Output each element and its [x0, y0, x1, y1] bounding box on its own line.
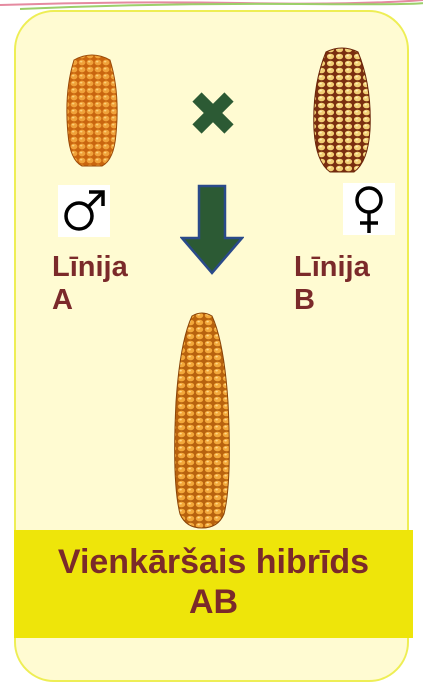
arrow-down-icon: [180, 184, 244, 276]
female-symbol-icon: [343, 183, 395, 235]
male-symbol-icon: [58, 185, 110, 237]
hybrid-title-line1: Vienkāršais hibrīds: [14, 542, 413, 582]
corn-cob-line-a: [62, 52, 122, 170]
corn-cob-hybrid-ab: [168, 312, 236, 530]
hybrid-title-banner: Vienkāršais hibrīds AB: [14, 530, 413, 638]
line-a-label: Līnija A: [52, 251, 128, 317]
line-b-label-line1: Līnija: [294, 251, 370, 284]
line-a-label-line1: Līnija: [52, 251, 128, 284]
cross-icon: [190, 90, 236, 136]
line-b-label-line2: B: [294, 284, 370, 317]
corn-cob-line-b: [308, 46, 376, 176]
line-a-label-line2: A: [52, 284, 128, 317]
line-b-label: Līnija B: [294, 251, 370, 317]
hybrid-title-line2: AB: [14, 582, 413, 622]
